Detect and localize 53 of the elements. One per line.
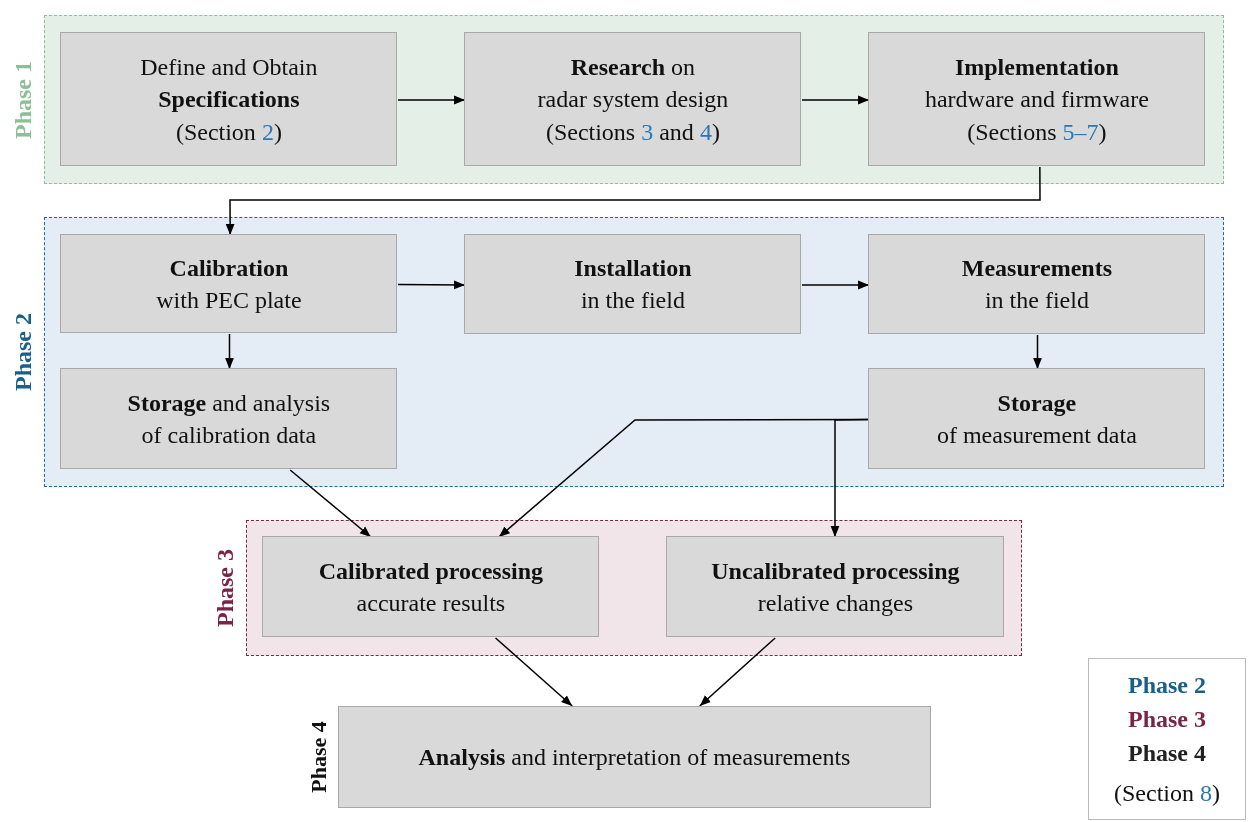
box-text: Measurements xyxy=(961,254,1112,283)
arrow xyxy=(699,637,776,707)
box-text: (Sections 3 and 4) xyxy=(545,117,720,147)
process-box xyxy=(868,234,1206,335)
box-text: Uncalibrated processing xyxy=(711,556,960,586)
process-box xyxy=(868,32,1206,167)
arrow xyxy=(801,280,870,290)
box-text: hardware and firmware xyxy=(924,85,1149,115)
note-box xyxy=(1088,658,1246,820)
arrow xyxy=(1033,334,1042,370)
box-text: Calibration xyxy=(169,253,289,283)
process-box xyxy=(666,536,1005,638)
box-text: (Section 2) xyxy=(175,117,282,147)
phase-label: Phase 2 xyxy=(11,313,35,391)
box-text: Installation xyxy=(574,254,692,283)
box-text: Research on xyxy=(570,52,695,82)
box-text: Define and Obtain Specifications xyxy=(139,52,319,115)
box-text: relative changes xyxy=(757,588,913,618)
box-text: Phase 4 xyxy=(1128,739,1206,768)
process-box xyxy=(464,32,802,167)
process-box xyxy=(262,536,600,638)
phase-label: Phase 1 xyxy=(11,60,35,139)
box-text: in the field xyxy=(580,286,685,316)
box-text: accurate results xyxy=(356,588,506,618)
process-box xyxy=(60,32,398,167)
box-text: (Sections 5–7) xyxy=(967,117,1107,147)
box-text: Storage xyxy=(997,388,1077,418)
arrow xyxy=(801,95,870,105)
box-text: radar system design xyxy=(537,85,729,115)
box-text: Implementation xyxy=(954,52,1119,82)
process-box xyxy=(464,234,802,335)
box-text: Calibrated processing xyxy=(318,556,543,586)
phase-label: Phase 3 xyxy=(213,549,237,627)
process-box xyxy=(60,368,398,470)
box-text: of calibration data xyxy=(141,420,317,450)
arrow xyxy=(289,469,372,538)
arrow xyxy=(494,637,573,707)
box-text: Phase 3 xyxy=(1128,704,1206,734)
arrow xyxy=(397,280,466,290)
box-text: (Section 8) xyxy=(1114,779,1220,809)
box-text: Phase 2 xyxy=(1128,670,1206,700)
box-text: Storage and analysis xyxy=(127,388,331,418)
arrow xyxy=(830,418,870,538)
box-text: of measurement data xyxy=(936,420,1137,450)
arrow xyxy=(225,333,234,370)
process-box xyxy=(60,234,398,334)
box-text: with PEC plate xyxy=(156,285,302,315)
arrow xyxy=(397,95,466,105)
phase-label: Phase 4 xyxy=(308,721,330,793)
arrow xyxy=(225,166,1041,236)
box-text: in the field xyxy=(984,286,1089,316)
box-text: Analysis and interpretation of measurements xyxy=(418,742,851,772)
process-box xyxy=(868,368,1206,470)
